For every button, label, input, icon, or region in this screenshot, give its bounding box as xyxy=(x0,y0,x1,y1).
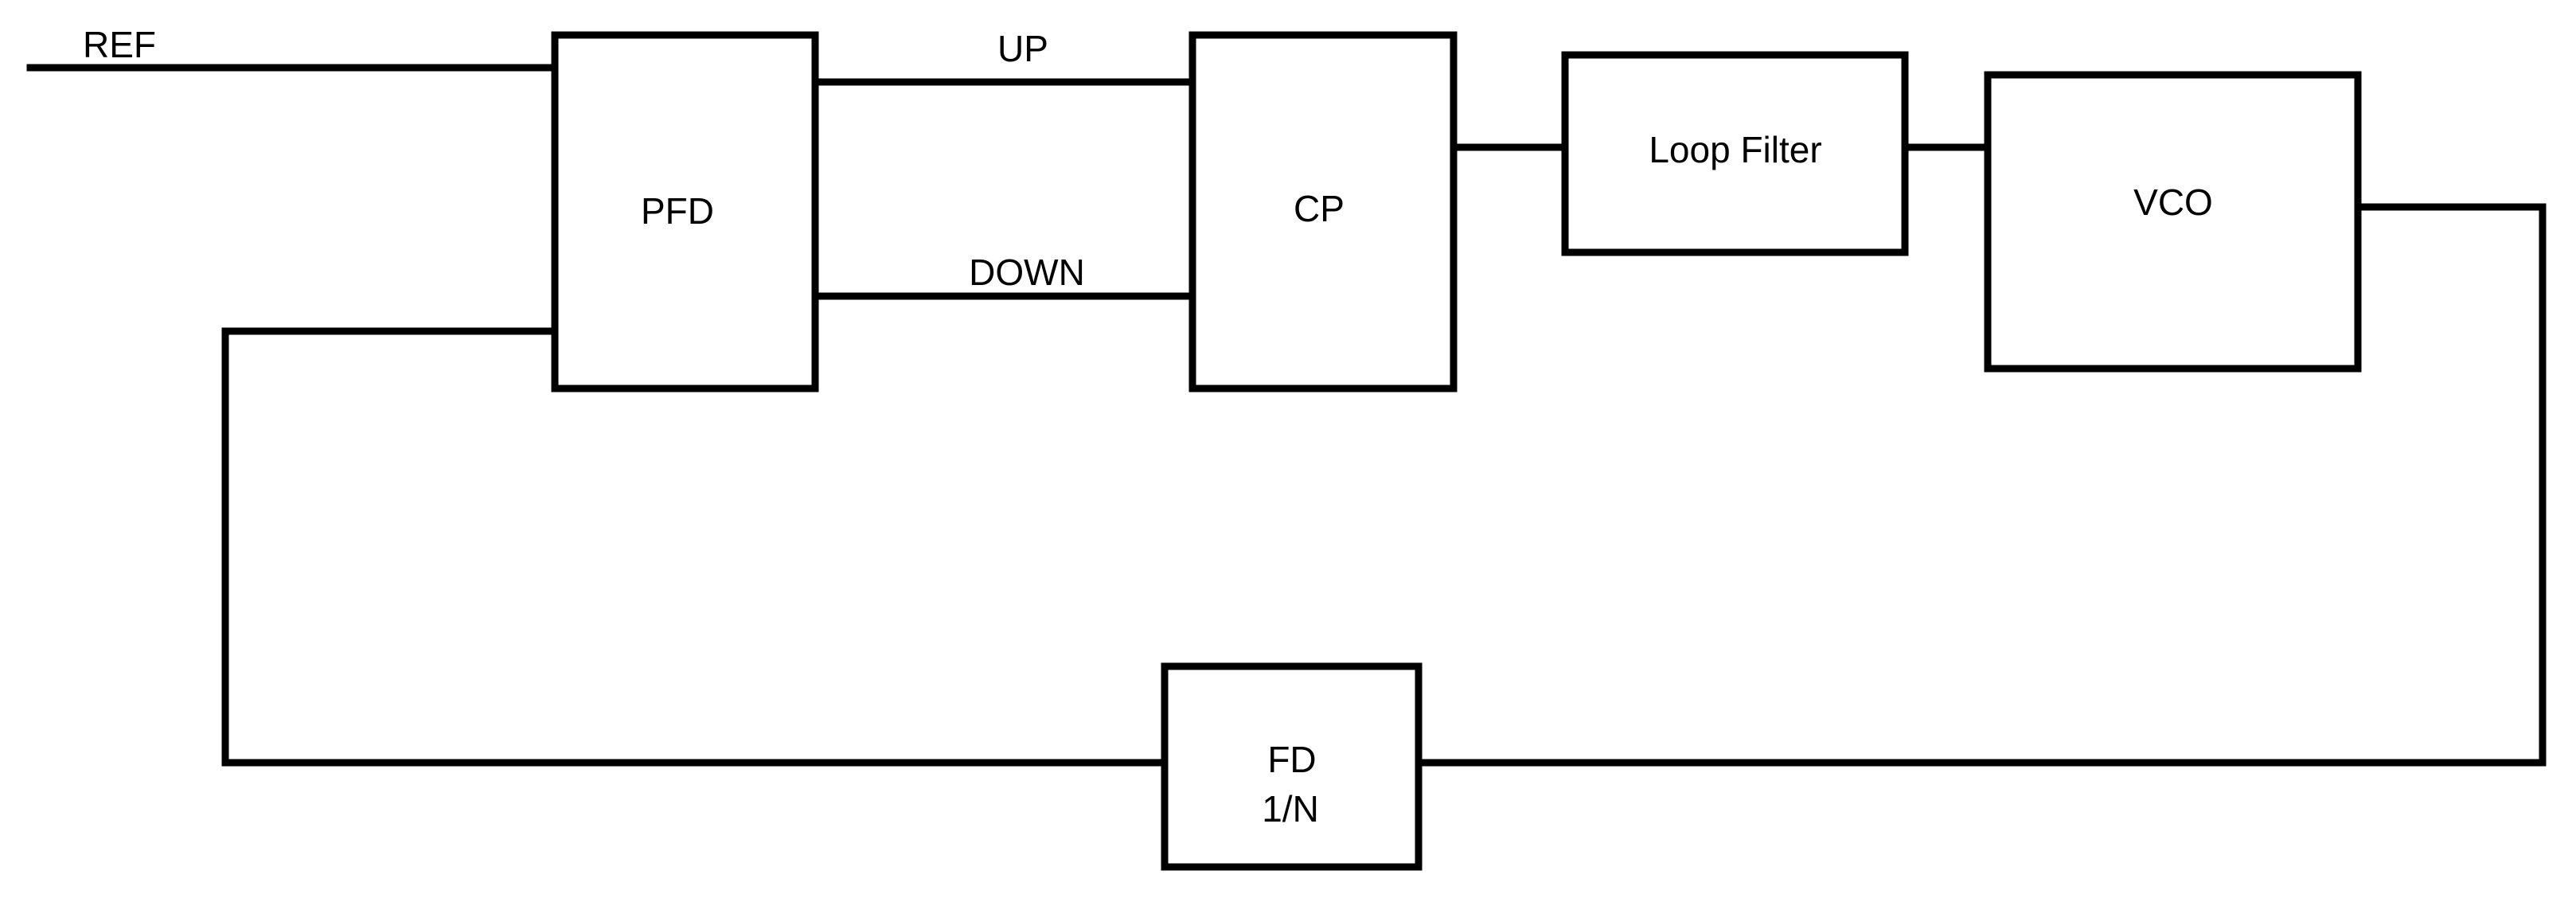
loop-filter-block xyxy=(1561,51,1909,256)
divider-to-pfd-feedback-wire xyxy=(221,327,1169,767)
loop-filter-label: Loop Filter xyxy=(1649,129,1821,170)
down-label: DOWN xyxy=(969,252,1085,293)
pfd-block xyxy=(551,31,819,392)
divide-ratio-label: 1/N xyxy=(1262,788,1319,830)
frequency-divider-block xyxy=(1161,662,1423,871)
cp-block xyxy=(1188,31,1458,392)
vco-output-feedback-wire xyxy=(1415,203,2547,767)
vco-block xyxy=(1984,71,2362,373)
ref-label: REF xyxy=(83,24,156,65)
up-label: UP xyxy=(997,28,1048,69)
fd-label: FD xyxy=(1267,739,1316,780)
pfd-label: PFD xyxy=(641,190,714,232)
cp-label: CP xyxy=(1294,188,1345,229)
vco-label: VCO xyxy=(2133,182,2213,223)
